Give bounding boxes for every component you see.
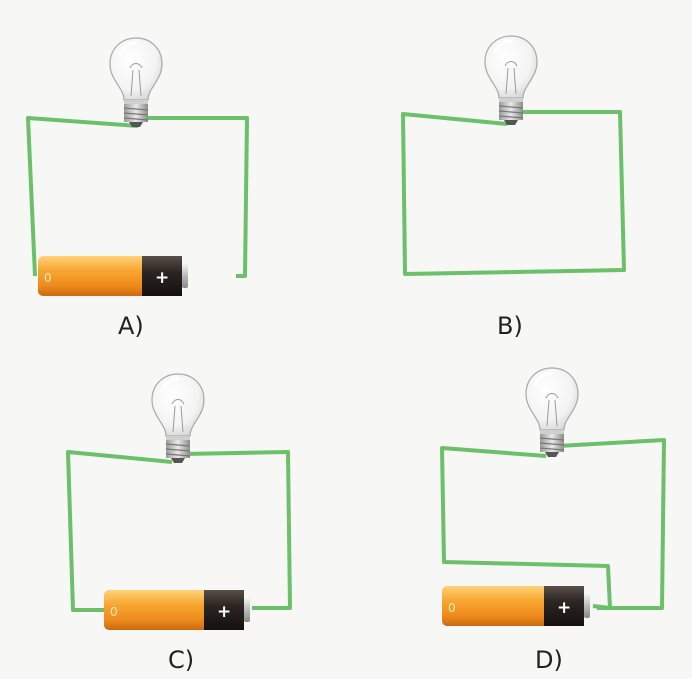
wire-b [401, 110, 626, 276]
light-bulb-icon [150, 372, 206, 465]
battery-icon: 0 + [104, 590, 250, 630]
battery-plus-sign: + [155, 268, 169, 288]
battery-minus-mark: 0 [44, 271, 52, 285]
circuit-d [440, 438, 666, 610]
wire-a [148, 116, 249, 278]
battery-icon: 0 + [442, 586, 590, 626]
wire-d [557, 438, 666, 610]
battery-plus-sign: + [557, 598, 571, 618]
wire-c [66, 450, 173, 612]
option-label-d: D) [535, 646, 563, 674]
option-label-c: C) [168, 646, 195, 674]
wire-c [183, 450, 292, 610]
battery-minus-mark: 0 [110, 605, 118, 619]
battery-icon: 0 + [38, 256, 188, 296]
wire-d [440, 446, 612, 610]
option-label-a: A) [118, 312, 144, 340]
option-label-b: B) [497, 312, 523, 340]
circuit-a [26, 116, 249, 278]
battery-plus-sign: + [217, 602, 231, 622]
circuit-c [66, 450, 292, 612]
circuit-b [401, 110, 626, 276]
wire-a [26, 116, 139, 277]
battery-minus-mark: 0 [448, 601, 456, 615]
light-bulb-icon [108, 36, 164, 129]
